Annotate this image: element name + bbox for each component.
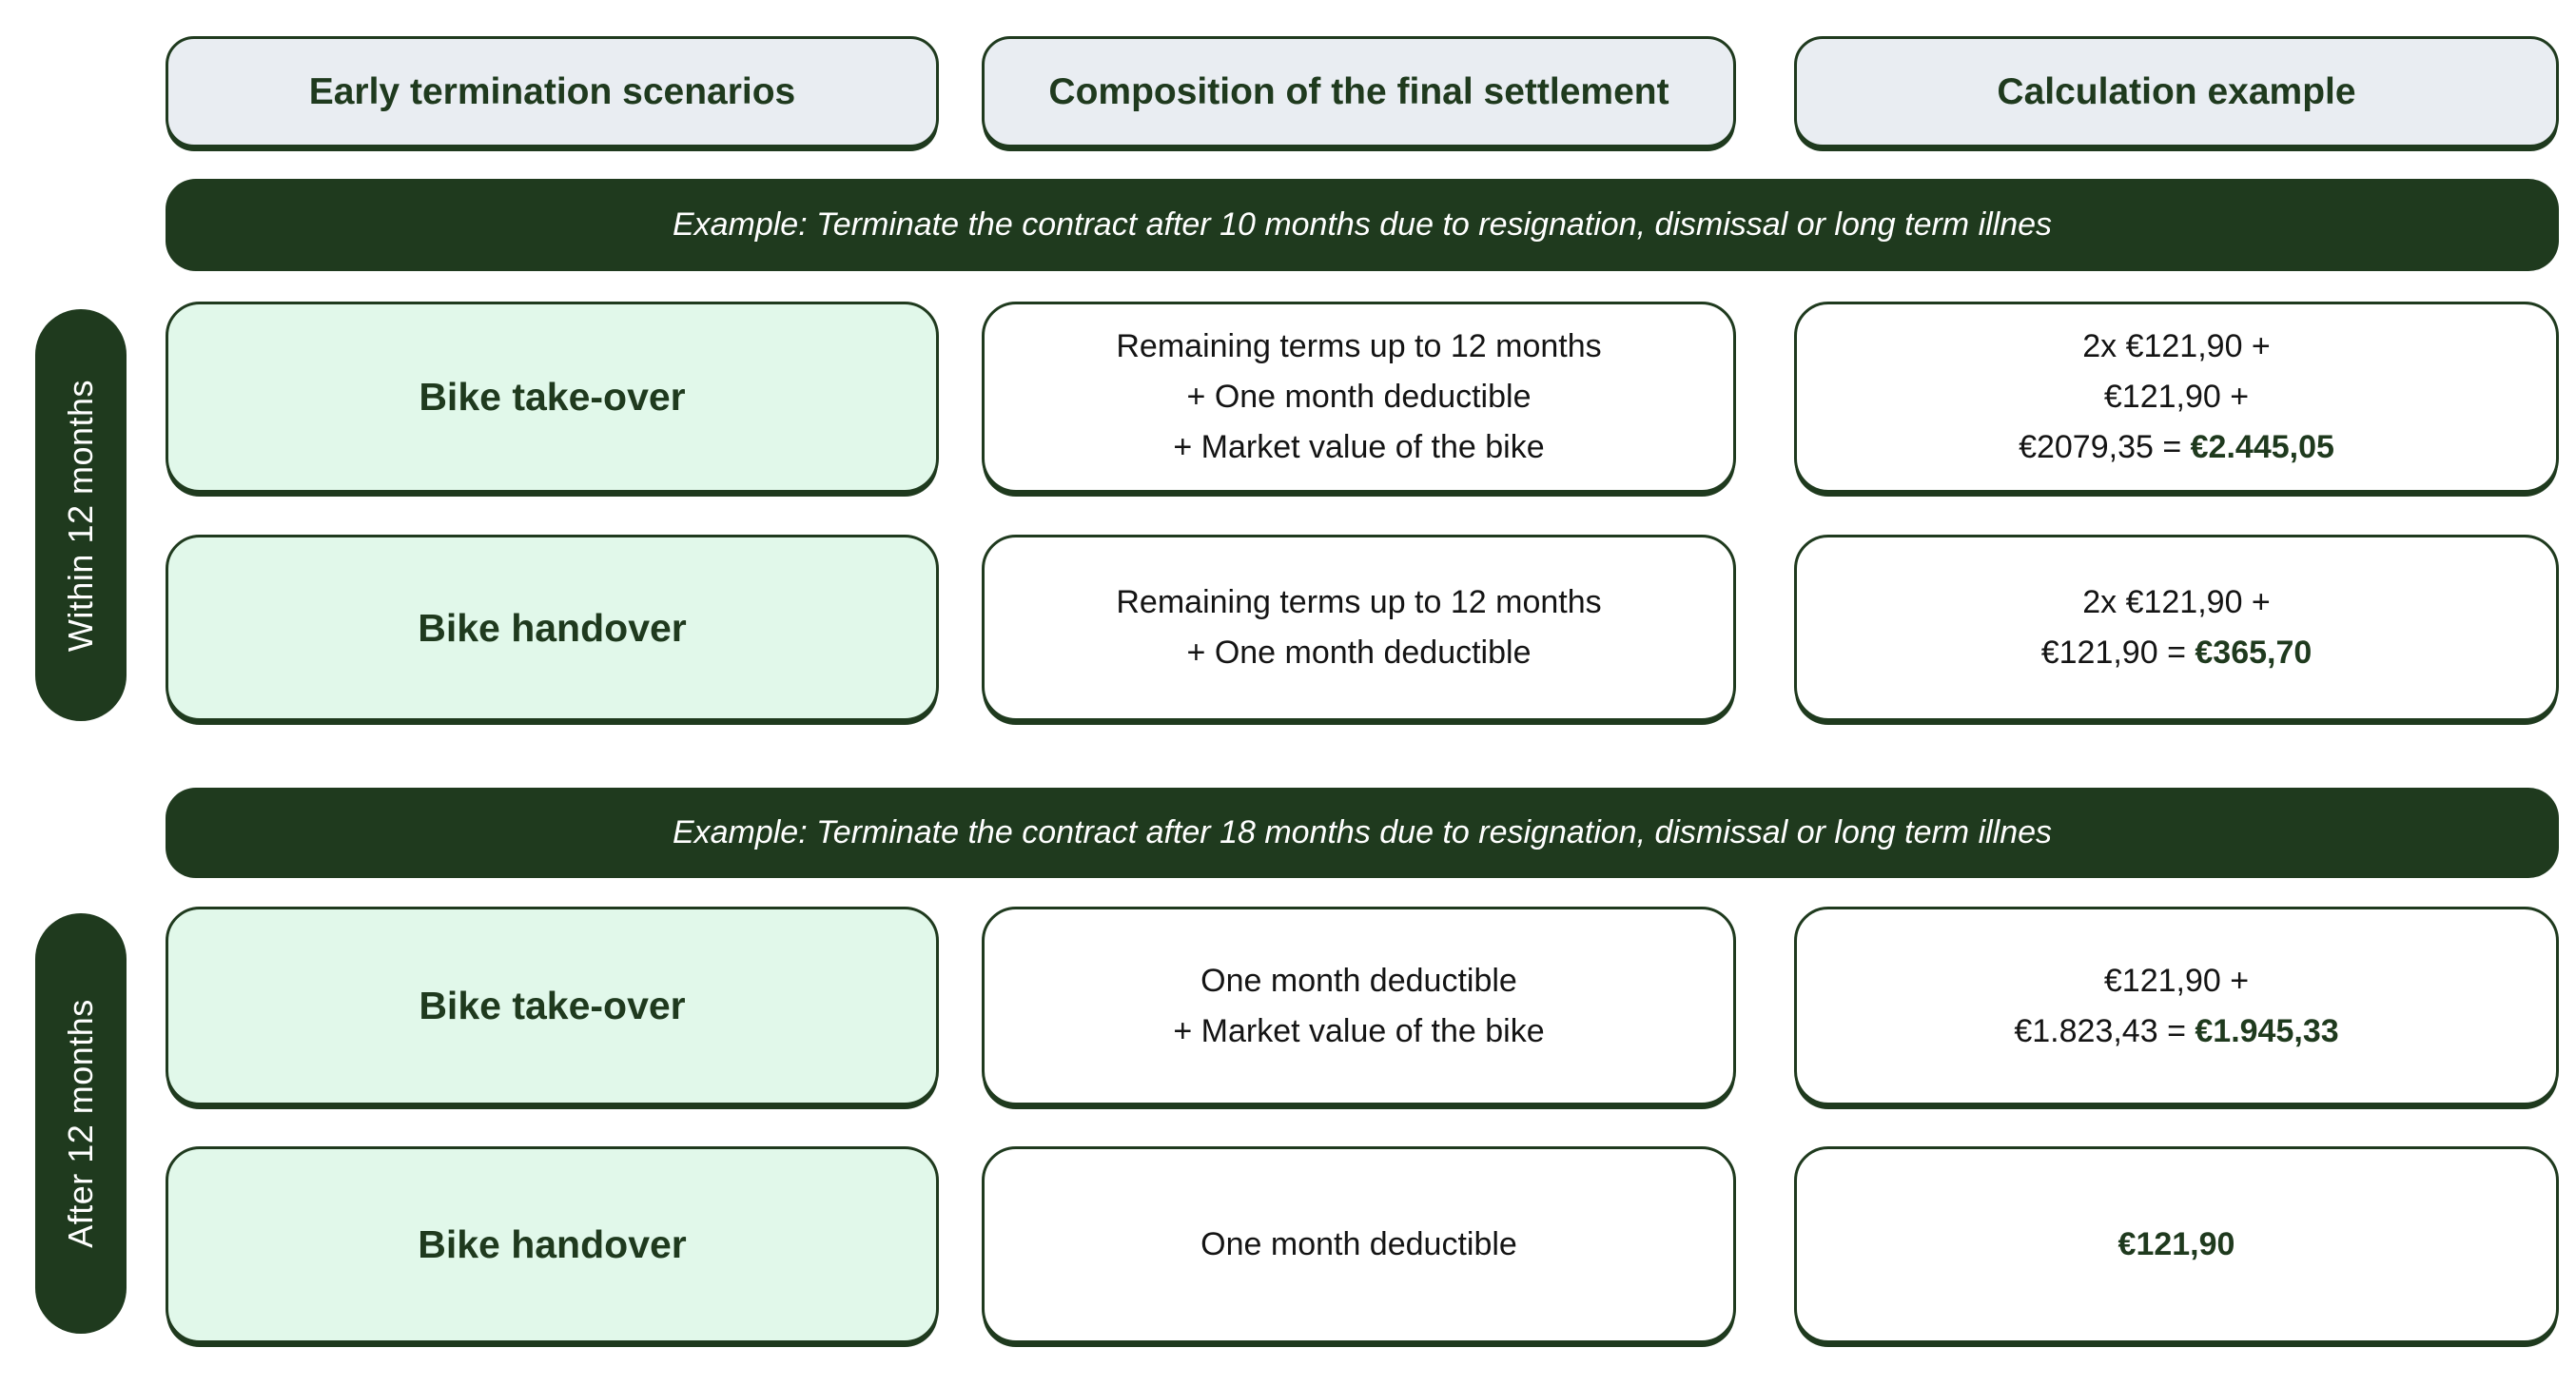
scenario-label: Bike take-over <box>419 984 686 1027</box>
composition-box-handover-after: One month deductible <box>982 1146 1736 1343</box>
composition-line: One month deductible <box>1200 962 1517 999</box>
calc-line: €121,90 + <box>2104 372 2249 422</box>
side-label-within-12-months: Within 12 months <box>35 309 127 721</box>
calc-total: €365,70 <box>2195 635 2313 671</box>
calc-total: €1.945,33 <box>2195 1012 2339 1049</box>
scenario-box-take-over-within: Bike take-over <box>166 302 939 493</box>
calculation-box-take-over-within: 2x €121,90 + €121,90 + €2079,35 = €2.445… <box>1794 302 2559 493</box>
column-header-scenarios: Early termination scenarios <box>166 36 939 147</box>
calc-line-text: €1.823,43 = <box>2014 1012 2195 1049</box>
calc-line: €121,90 = €365,70 <box>2041 628 2313 678</box>
calculation-box-handover-within: 2x €121,90 + €121,90 = €365,70 <box>1794 535 2559 721</box>
calculation-box-handover-after: €121,90 <box>1794 1146 2559 1343</box>
calc-line: 2x €121,90 + <box>2082 577 2271 628</box>
column-header-calculation: Calculation example <box>1794 36 2559 147</box>
composition-box-take-over-after: One month deductible + Market value of t… <box>982 907 1736 1105</box>
column-header-composition: Composition of the final settlement <box>982 36 1736 147</box>
calc-line: €121,90 + <box>2104 956 2249 1006</box>
calc-line-text: €121,90 + <box>2103 962 2250 999</box>
scenario-label: Bike take-over <box>419 375 686 419</box>
composition-box-handover-within: Remaining terms up to 12 months + One mo… <box>982 535 1736 721</box>
calc-line-text: 2x €121,90 + <box>2082 584 2271 620</box>
composition-line: + One month deductible <box>1186 379 1532 415</box>
composition-line: + One month deductible <box>1186 635 1532 671</box>
banner-example-18-months: Example: Terminate the contract after 18… <box>166 788 2559 878</box>
calc-total: €2.445,05 <box>2190 429 2334 465</box>
calculation-box-take-over-after: €121,90 + €1.823,43 = €1.945,33 <box>1794 907 2559 1105</box>
scenario-label: Bike handover <box>418 605 687 650</box>
scenario-box-take-over-after: Bike take-over <box>166 907 939 1105</box>
calc-line-text: €2079,35 = <box>2019 429 2191 465</box>
calc-line-text: 2x €121,90 + <box>2082 328 2271 364</box>
banner-example-10-months: Example: Terminate the contract after 10… <box>166 179 2559 271</box>
calc-line: €2079,35 = €2.445,05 <box>2019 422 2334 473</box>
composition-box-take-over-within: Remaining terms up to 12 months + One mo… <box>982 302 1736 493</box>
composition-line: Remaining terms up to 12 months <box>1116 328 1602 364</box>
calc-line: 2x €121,90 + <box>2082 322 2271 372</box>
calc-line: €121,90 <box>2118 1220 2235 1270</box>
calc-line-text: €121,90 + <box>2103 379 2250 415</box>
side-label-after-12-months: After 12 months <box>35 913 127 1334</box>
composition-line: Remaining terms up to 12 months <box>1116 584 1602 620</box>
composition-line: + Market value of the bike <box>1173 429 1545 465</box>
scenario-label: Bike handover <box>418 1222 687 1266</box>
calc-line-text: €121,90 = <box>2040 635 2195 671</box>
calc-total: €121,90 <box>2117 1226 2235 1262</box>
side-label-text: Within 12 months <box>61 379 100 652</box>
side-label-text: After 12 months <box>61 999 101 1248</box>
calc-line: €1.823,43 = €1.945,33 <box>2014 1006 2338 1057</box>
composition-line: One month deductible <box>1200 1226 1517 1262</box>
scenario-box-handover-after: Bike handover <box>166 1146 939 1343</box>
scenario-box-handover-within: Bike handover <box>166 535 939 721</box>
composition-line: + Market value of the bike <box>1173 1012 1545 1049</box>
